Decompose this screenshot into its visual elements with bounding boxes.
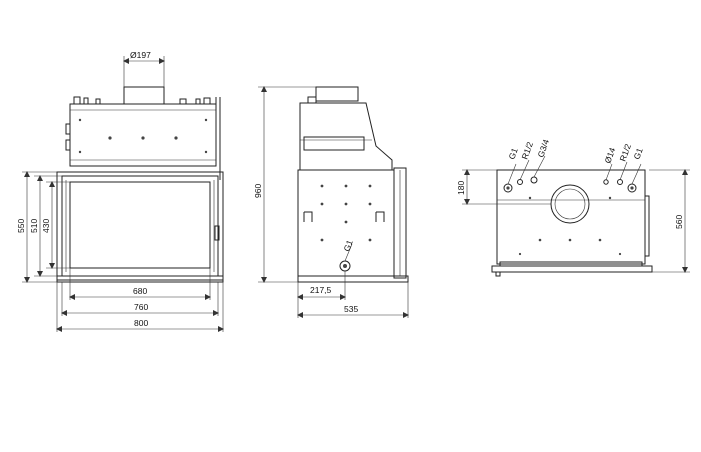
side-flue-collar	[315, 86, 359, 102]
dim-height-outer: 550	[16, 219, 26, 233]
rear-label-3: Ø14	[602, 146, 617, 165]
front-upper-body	[69, 103, 217, 167]
dim-rear-top-offset: 180	[456, 181, 466, 195]
dim-depth: 535	[344, 304, 358, 314]
rear-view: G1 R1/2 G3/4 Ø14 R1/2 G1 180 560	[456, 138, 690, 277]
dim-total-height: 960	[253, 184, 263, 198]
dim-width-glass: 680	[133, 286, 147, 296]
front-view: Ø197 550 510 430 680 760 800	[16, 50, 224, 332]
rear-label-2: G3/4	[535, 138, 551, 159]
dim-flue-diameter: Ø197	[130, 50, 151, 60]
front-glass	[69, 181, 211, 269]
dim-offset: 217,5	[310, 285, 332, 295]
dim-width-mid: 760	[134, 302, 148, 312]
rear-label-5: G1	[631, 146, 644, 160]
rear-base-plate	[491, 265, 653, 273]
dim-height-mid: 510	[29, 219, 39, 233]
front-door-frame	[56, 171, 224, 281]
side-view: G1 960 217,5 535	[253, 86, 409, 318]
rear-label-1: R1/2	[519, 140, 535, 161]
flue-collar	[123, 86, 165, 105]
dim-rear-height: 560	[674, 215, 684, 229]
rear-label-4: R1/2	[617, 142, 633, 163]
side-connection-label: G1	[341, 238, 354, 252]
rear-flue-opening	[550, 184, 590, 224]
dim-height-inner: 430	[41, 219, 51, 233]
rear-label-0: G1	[506, 146, 519, 160]
dim-width-outer: 800	[134, 318, 148, 328]
